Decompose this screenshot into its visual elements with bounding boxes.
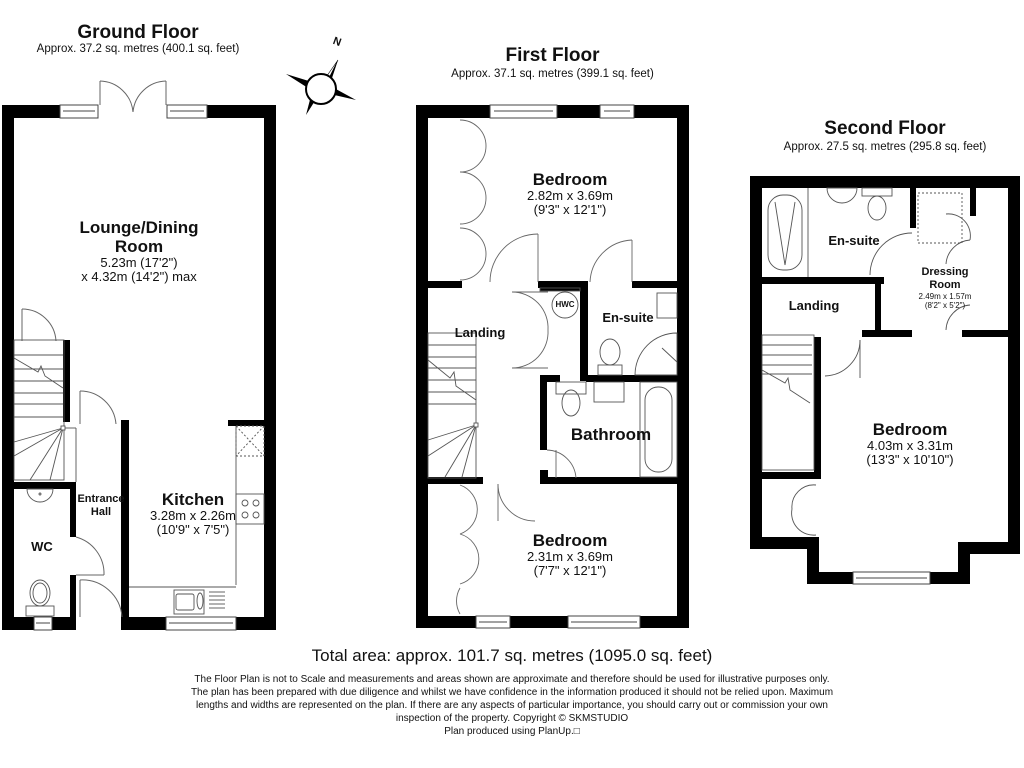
room-dimensions: 2.82m x 3.69m [527, 188, 613, 203]
room-bedroom-second: Bedroom 4.03m x 3.31m (13'3" x 10'10") [830, 420, 990, 467]
disclaimer: The Floor Plan is not to Scale and measu… [130, 673, 894, 738]
disclaimer-line: The Floor Plan is not to Scale and measu… [194, 674, 830, 685]
room-name: Room [114, 237, 164, 256]
room-dimensions: 2.31m x 3.69m [527, 549, 613, 564]
room-landing-first: Landing [440, 325, 520, 340]
hwc-label: HWC [555, 300, 575, 309]
first-floor-plan [416, 104, 689, 629]
room-name: Bedroom [532, 531, 608, 550]
room-dimensions: (13'3" x 10'10") [866, 452, 954, 467]
room-name: Kitchen [161, 490, 225, 509]
second-floor-area: Approx. 27.5 sq. metres (295.8 sq. feet) [783, 141, 987, 153]
ground-floor-title: Ground Floor [77, 22, 199, 43]
room-dimensions: x 4.32m (14'2") max [81, 269, 197, 284]
room-name: Bathroom [570, 425, 652, 444]
first-floor-title: First Floor [505, 45, 600, 66]
room-name: Dressing [921, 266, 969, 278]
room-dimensions: (10'9" x 7'5") [156, 522, 230, 537]
total-area: Total area: approx. 101.7 sq. metres (10… [311, 646, 713, 665]
room-ensuite-first: En-suite [594, 310, 662, 325]
room-dimensions: (7'7" x 12'1") [533, 563, 607, 578]
room-name: Entrance [77, 493, 125, 505]
room-ensuite-second: En-suite [814, 233, 894, 248]
room-dimensions: 3.28m x 2.26m [150, 508, 236, 523]
second-floor-plan [750, 176, 1020, 585]
room-kitchen: Kitchen 3.28m x 2.26m (10'9" x 7'5") [134, 490, 252, 537]
room-name: En-suite [602, 310, 654, 325]
room-name: Bedroom [532, 170, 608, 189]
room-name: Landing [454, 325, 506, 340]
disclaimer-line: inspection of the property. Copyright © … [395, 713, 629, 724]
second-floor-title: Second Floor [824, 118, 946, 139]
room-name: Landing [788, 298, 840, 313]
room-dimensions: 4.03m x 3.31m [867, 438, 953, 453]
room-name: Hall [90, 506, 112, 518]
ground-floor-plan [2, 80, 276, 631]
room-dimensions: (9'3" x 12'1") [533, 202, 607, 217]
room-name: Bedroom [872, 420, 948, 439]
compass-rose [286, 59, 356, 115]
disclaimer-line: Plan produced using PlanUp.□ [444, 726, 580, 737]
disclaimer-line: The plan has been prepared with due dili… [190, 687, 834, 698]
room-name: Room [929, 279, 961, 291]
room-name: WC [31, 539, 53, 554]
room-lounge-dining: Lounge/Dining Room 5.23m (17'2") x 4.32m… [14, 218, 264, 284]
room-dressing: Dressing Room 2.49m x 1.57m (8'2" x 5'2"… [913, 266, 977, 310]
room-name: Lounge/Dining [79, 218, 199, 237]
room-wc: WC [14, 539, 70, 554]
room-bathroom: Bathroom [556, 425, 666, 444]
room-bedroom-first-top: Bedroom 2.82m x 3.69m (9'3" x 12'1") [470, 170, 670, 217]
room-dimensions: 5.23m (17'2") [100, 255, 178, 270]
room-bedroom-first-bottom: Bedroom 2.31m x 3.69m (7'7" x 12'1") [470, 531, 670, 578]
room-dimensions: 2.49m x 1.57m [918, 292, 972, 301]
room-name: En-suite [828, 233, 880, 248]
disclaimer-line: lengths and widths are represented on th… [195, 700, 828, 711]
first-floor-area: Approx. 37.1 sq. metres (399.1 sq. feet) [451, 68, 654, 80]
room-landing-second: Landing [774, 298, 854, 313]
room-dimensions: (8'2" x 5'2") [924, 301, 966, 310]
ground-floor-area: Approx. 37.2 sq. metres (400.1 sq. feet) [36, 43, 240, 55]
room-entrance-hall: Entrance Hall [76, 493, 126, 519]
